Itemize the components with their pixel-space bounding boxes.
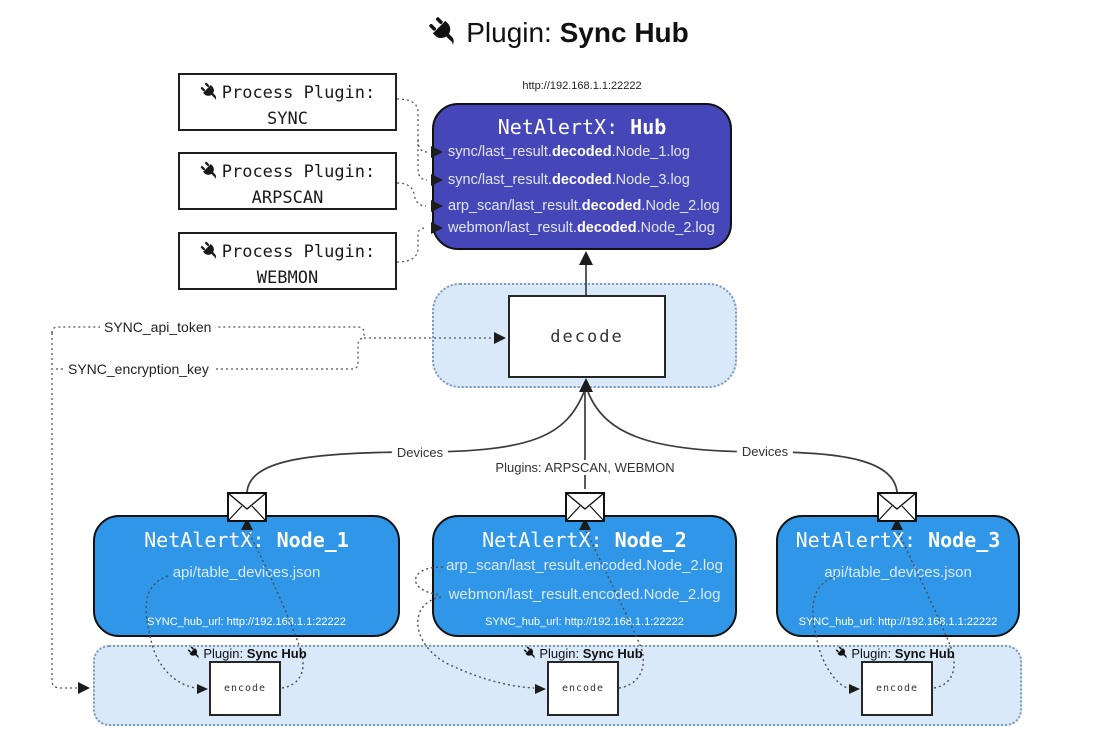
process-plugin-label: Process Plugin: xyxy=(180,239,395,265)
envelope-icon xyxy=(877,492,917,522)
envelope-icon xyxy=(565,492,605,522)
envelope-icon xyxy=(227,492,267,522)
hub-log-line: sync/last_result.decoded.Node_1.log xyxy=(448,144,690,160)
process-plugin-box-arpscan: Process Plugin: ARPSCAN xyxy=(178,152,397,210)
hub-box: NetAlertX: Hub sync/last_result.decoded.… xyxy=(432,103,732,250)
node-title: NetAlertX: Node_3 xyxy=(795,528,1001,552)
hub-log-line: webmon/last_result.decoded.Node_2.log xyxy=(448,220,715,236)
node-file-line: api/table_devices.json xyxy=(172,564,321,581)
node-file-line: webmon/last_result.encoded.Node_2.log xyxy=(448,586,721,603)
encode-box: encode xyxy=(861,661,933,716)
page-title-name: Sync Hub xyxy=(559,17,689,48)
plug-icon xyxy=(200,82,220,102)
node-file-line: api/table_devices.json xyxy=(824,564,972,581)
page-title: Plugin: Sync Hub xyxy=(0,16,1117,49)
plug-icon xyxy=(200,241,220,261)
plugin-to-hub-connectors xyxy=(396,98,428,263)
plugins-mid-label: Plugins: ARPSCAN, WEBMON xyxy=(490,460,680,475)
plug-icon xyxy=(200,161,220,181)
sync-api-token-label: SYNC_api_token xyxy=(100,319,216,335)
plug-icon xyxy=(187,646,201,660)
node-box-node-2: NetAlertX: Node_2 arp_scan/last_result.e… xyxy=(432,515,737,637)
node-file-line: arp_scan/last_result.encoded.Node_2.log xyxy=(446,557,723,574)
hub-title: NetAlertX: Hub xyxy=(497,115,667,139)
process-plugin-name: SYNC xyxy=(267,109,308,130)
hub-url: http://192.168.1.1:22222 xyxy=(522,80,642,92)
encode-box: encode xyxy=(547,661,619,716)
node-box-node-1: NetAlertX: Node_1 api/table_devices.json… xyxy=(93,515,400,637)
node-hub-url: SYNC_hub_url: http://192.168.1.1:22222 xyxy=(147,616,346,628)
node-hub-url: SYNC_hub_url: http://192.168.1.1:22222 xyxy=(798,616,998,628)
node-title: NetAlertX: Node_1 xyxy=(144,528,349,552)
band-plugin-label: Plugin: Sync Hub xyxy=(523,646,643,661)
hub-log-line: arp_scan/last_result.decoded.Node_2.log xyxy=(448,198,720,214)
band-plugin-label: Plugin: Sync Hub xyxy=(187,646,307,661)
plug-icon xyxy=(835,646,849,660)
encode-label: encode xyxy=(223,683,267,694)
node-box-node-3: NetAlertX: Node_3 api/table_devices.json… xyxy=(776,515,1020,637)
sync-encryption-key-label: SYNC_encryption_key xyxy=(64,361,213,377)
process-plugin-label: Process Plugin: xyxy=(180,80,395,106)
devices-label-left: Devices xyxy=(391,445,449,460)
process-plugin-box-sync: Process Plugin: SYNC xyxy=(178,73,397,131)
decode-box: decode xyxy=(508,295,666,378)
encode-label: encode xyxy=(875,683,919,694)
plug-icon xyxy=(428,16,460,48)
process-plugin-name: ARPSCAN xyxy=(251,188,324,209)
band-plugin-label: Plugin: Sync Hub xyxy=(835,646,955,661)
encode-box: encode xyxy=(209,661,281,716)
process-plugin-box-webmon: Process Plugin: WEBMON xyxy=(178,232,397,290)
page-title-prefix: Plugin: xyxy=(466,17,560,48)
encode-label: encode xyxy=(561,683,605,694)
node-hub-url: SYNC_hub_url: http://192.168.1.1:22222 xyxy=(485,616,684,628)
process-plugin-label: Process Plugin: xyxy=(180,159,395,185)
hub-log-line: sync/last_result.decoded.Node_3.log xyxy=(448,172,690,188)
devices-label-right: Devices xyxy=(736,444,794,459)
decode-label: decode xyxy=(550,326,624,347)
process-plugin-name: WEBMON xyxy=(256,268,319,289)
plug-icon xyxy=(523,646,537,660)
node-title: NetAlertX: Node_2 xyxy=(482,528,687,552)
